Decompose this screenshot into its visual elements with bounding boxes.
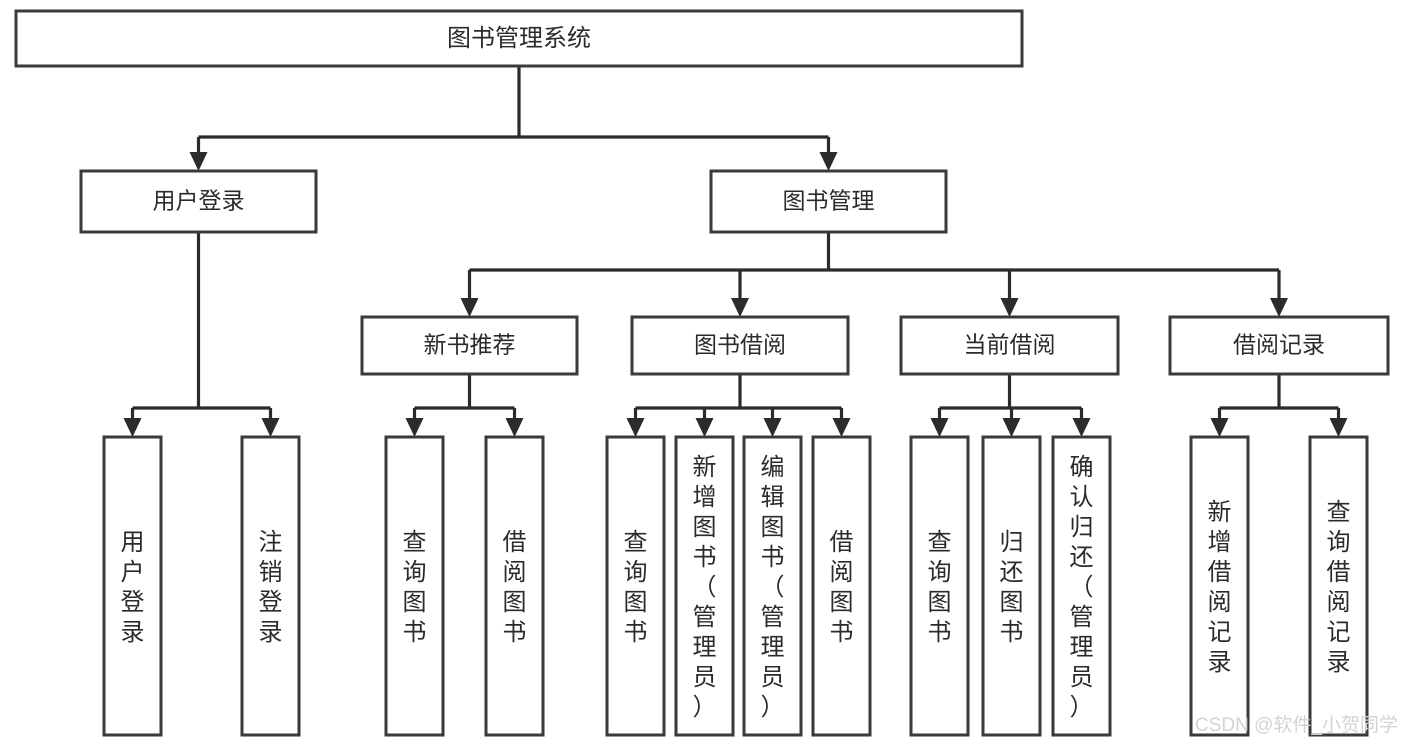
arrow-head-icon: [1329, 418, 1348, 437]
node-label-leaf-user-login: 用户登录: [121, 529, 145, 646]
node-box-leaf-confirm-return-admin[interactable]: [1051, 435, 1112, 737]
node-box-new-book-recommend[interactable]: [360, 315, 579, 376]
node-box-leaf-add-book-admin[interactable]: [674, 435, 735, 737]
arrow-head-icon: [261, 418, 280, 437]
node-borrow-record[interactable]: 借阅记录: [1168, 315, 1390, 376]
node-label-book-borrow: 图书借阅: [694, 332, 786, 358]
arrow-head-icon: [1000, 298, 1019, 317]
arrow-head-icon: [460, 298, 479, 317]
arrow-head-icon: [1002, 418, 1021, 437]
arrow-head-icon: [405, 418, 424, 437]
node-box-leaf-user-logout[interactable]: [240, 435, 301, 737]
node-leaf-query-book-1[interactable]: 查询图书: [384, 435, 445, 737]
node-leaf-add-borrow-record[interactable]: 新增借阅记录: [1189, 435, 1250, 737]
node-label-leaf-user-logout: 注销登录: [259, 529, 283, 646]
node-label-leaf-return-book: 归还图书: [1000, 529, 1024, 646]
connector-layer: [123, 66, 1348, 437]
node-box-book-management[interactable]: [709, 169, 948, 234]
arrow-head-icon: [832, 418, 851, 437]
node-root[interactable]: 图书管理系统: [14, 9, 1024, 68]
node-box-leaf-query-book-2[interactable]: [605, 435, 666, 737]
node-label-user-login: 用户登录: [153, 188, 245, 214]
node-leaf-query-borrow-record[interactable]: 查询借阅记录: [1308, 435, 1369, 737]
node-leaf-add-book-admin[interactable]: 新增图书（管理员）: [674, 435, 735, 737]
node-label-leaf-query-borrow-record: 查询借阅记录: [1327, 499, 1351, 676]
node-user-login[interactable]: 用户登录: [79, 169, 318, 234]
node-leaf-edit-book-admin[interactable]: 编辑图书（管理员）: [742, 435, 803, 737]
arrow-head-icon: [189, 152, 208, 171]
node-box-borrow-record[interactable]: [1168, 315, 1390, 376]
node-leaf-user-login[interactable]: 用户登录: [102, 435, 163, 737]
node-box-user-login[interactable]: [79, 169, 318, 234]
arrow-head-icon: [819, 152, 838, 171]
node-label-new-book-recommend: 新书推荐: [424, 332, 516, 358]
csdn-watermark: CSDN @软件_小贺同学: [1195, 714, 1398, 736]
arrow-head-icon: [695, 418, 714, 437]
node-leaf-query-book-3[interactable]: 查询图书: [909, 435, 970, 737]
node-label-root: 图书管理系统: [447, 25, 591, 52]
node-new-book-recommend[interactable]: 新书推荐: [360, 315, 579, 376]
arrow-head-icon: [123, 418, 142, 437]
node-label-leaf-add-borrow-record: 新增借阅记录: [1208, 499, 1232, 676]
node-label-leaf-add-book-admin: 新增图书（管理员）: [693, 454, 717, 721]
node-box-leaf-borrow-book-1[interactable]: [484, 435, 545, 737]
arrow-head-icon: [626, 418, 645, 437]
node-label-book-management: 图书管理: [783, 188, 875, 214]
node-label-leaf-query-book-2: 查询图书: [624, 529, 648, 646]
node-current-borrow[interactable]: 当前借阅: [899, 315, 1120, 376]
node-leaf-borrow-book-1[interactable]: 借阅图书: [484, 435, 545, 737]
node-box-leaf-add-borrow-record[interactable]: [1189, 435, 1250, 737]
arrow-head-icon: [1072, 418, 1091, 437]
node-label-leaf-borrow-book-2: 借阅图书: [830, 529, 854, 646]
arrow-head-icon: [1270, 298, 1288, 317]
node-box-leaf-return-book[interactable]: [981, 435, 1042, 737]
arrow-head-icon: [763, 418, 782, 437]
node-book-management[interactable]: 图书管理: [709, 169, 948, 234]
node-leaf-return-book[interactable]: 归还图书: [981, 435, 1042, 737]
node-box-root[interactable]: [14, 9, 1024, 68]
node-label-leaf-confirm-return-admin: 确认归还（管理员）: [1070, 454, 1094, 721]
node-label-borrow-record: 借阅记录: [1233, 332, 1325, 358]
node-box-leaf-query-borrow-record[interactable]: [1308, 435, 1369, 737]
node-label-leaf-borrow-book-1: 借阅图书: [503, 529, 527, 646]
node-box-leaf-borrow-book-2[interactable]: [811, 435, 872, 737]
arrow-head-icon: [930, 418, 949, 437]
node-box-current-borrow[interactable]: [899, 315, 1120, 376]
node-box-leaf-query-book-1[interactable]: [384, 435, 445, 737]
node-book-borrow[interactable]: 图书借阅: [630, 315, 850, 376]
node-leaf-query-book-2[interactable]: 查询图书: [605, 435, 666, 737]
node-box-leaf-user-login[interactable]: [102, 435, 163, 737]
arrow-head-icon: [731, 298, 749, 317]
node-label-current-borrow: 当前借阅: [964, 332, 1056, 358]
node-label-leaf-edit-book-admin: 编辑图书（管理员）: [761, 454, 785, 721]
node-layer: 图书管理系统用户登录图书管理新书推荐图书借阅当前借阅借阅记录用户登录注销登录查询…: [14, 9, 1390, 737]
node-label-leaf-query-book-1: 查询图书: [403, 529, 427, 646]
node-box-book-borrow[interactable]: [630, 315, 850, 376]
node-box-leaf-query-book-3[interactable]: [909, 435, 970, 737]
node-leaf-borrow-book-2[interactable]: 借阅图书: [811, 435, 872, 737]
arrow-head-icon: [1210, 418, 1229, 437]
arrow-head-icon: [505, 418, 524, 437]
node-box-leaf-edit-book-admin[interactable]: [742, 435, 803, 737]
node-leaf-confirm-return-admin[interactable]: 确认归还（管理员）: [1051, 435, 1112, 737]
node-leaf-user-logout[interactable]: 注销登录: [240, 435, 301, 737]
node-label-leaf-query-book-3: 查询图书: [928, 529, 952, 646]
